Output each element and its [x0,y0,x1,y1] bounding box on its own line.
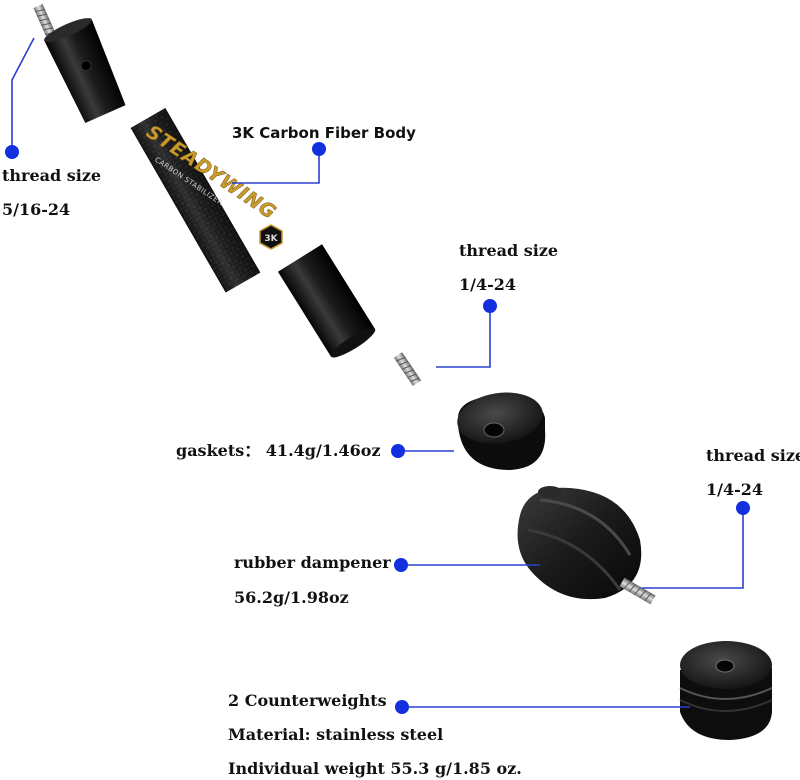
callout-dot-rubber [394,558,408,572]
mid-thread-value: 1/4-24 [459,275,517,294]
badge-3k-icon: 3K [259,224,283,250]
callout-dot-mid-thread [483,299,497,313]
rubber-value: 56.2g/1.98oz [234,588,349,607]
mid-thread-title: thread size [459,241,559,260]
callout-lines [11,37,744,708]
stabilizer-rod: STEADYWING CARBON STABILIZER 3K [33,3,422,386]
top-thread-title: thread size [2,166,102,185]
callout-dot-carbon-body [312,142,326,156]
counterweight-weight: Individual weight 55.3 g/1.85 oz. [228,759,522,778]
carbon-body-label: 3K Carbon Fiber Body [232,124,416,142]
rubber-dampener [517,486,656,605]
top-thread-value: 5/16-24 [2,200,71,219]
rubber-title: rubber dampener [234,553,391,572]
right-thread-value: 1/4-24 [706,480,764,499]
counterweight [679,641,773,740]
callout-dot-top-thread [5,145,19,159]
gasket-puck [457,392,546,470]
counterweight-title: 2 Counterweights [228,691,387,710]
callout-dot-counterweights [395,700,409,714]
callout-dot-gaskets [391,444,405,458]
counterweight-material: Material: stainless steel [228,725,444,744]
right-thread-title: thread size [706,446,800,465]
svg-text:3K: 3K [264,234,278,244]
gaskets-label: gaskets： 41.4g/1.46oz [176,441,381,460]
callout-dot-right-thread [736,501,750,515]
